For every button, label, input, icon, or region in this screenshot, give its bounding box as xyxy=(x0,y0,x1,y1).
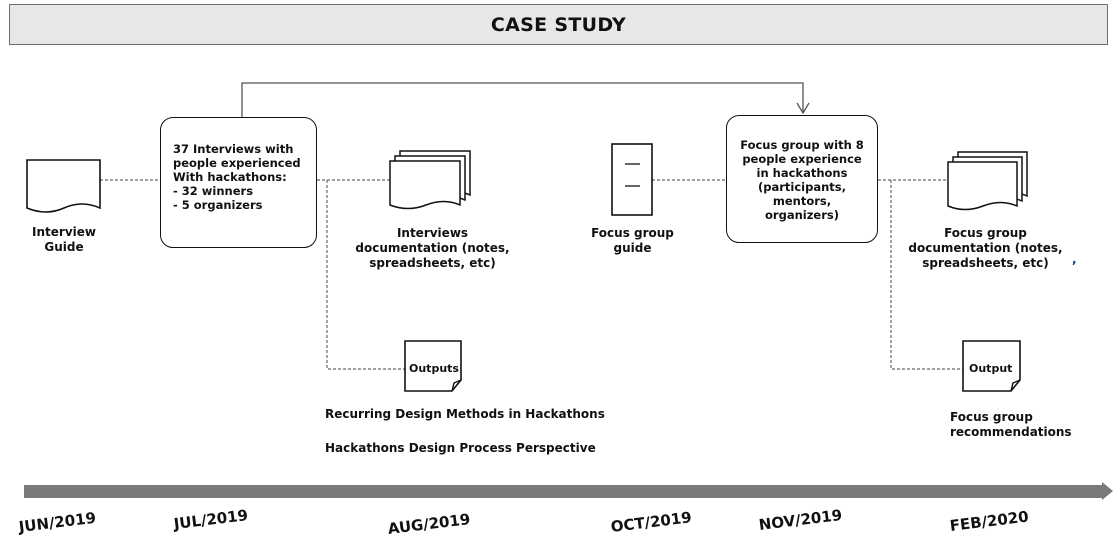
interviews-line: 37 Interviews with xyxy=(173,142,294,156)
focus-line: (participants, xyxy=(757,180,846,194)
feedback-connector xyxy=(241,82,804,117)
interviews-line: people experienced xyxy=(173,156,301,170)
interviews-line: - 32 winners xyxy=(173,184,254,198)
focus-line: mentors, xyxy=(772,194,832,208)
timeline-arrowhead xyxy=(1102,482,1113,500)
timeline-bar xyxy=(24,485,1104,498)
feedback-arrowhead xyxy=(796,102,810,115)
focus-line: Focus group with 8 xyxy=(740,138,864,152)
stray-mark: , xyxy=(1072,252,1077,266)
connector-to-outputs xyxy=(326,180,405,370)
focus-documentation-stack-icon xyxy=(947,151,1028,211)
interviews-documentation-label: Interviews documentation (notes, spreads… xyxy=(355,226,510,270)
focus-group-guide-document-icon xyxy=(611,143,653,216)
case-study-banner: CASE STUDY xyxy=(9,4,1108,45)
interviews-box: 37 Interviews with people experienced Wi… xyxy=(160,117,317,248)
interviews-documentation-stack-icon xyxy=(389,150,471,210)
focus-line: people experience xyxy=(742,152,862,166)
focus-line: in hackathons xyxy=(756,166,848,180)
interview-guide-document-icon xyxy=(26,159,101,213)
connector-to-output xyxy=(890,180,963,370)
interviews-line: With hackathons: xyxy=(173,170,287,184)
focus-documentation-label: Focus group documentation (notes, spread… xyxy=(908,226,1063,270)
output-doc-label: Output xyxy=(969,362,1013,375)
focus-recommendations-label: Focus group recommendations xyxy=(950,410,1072,439)
focus-group-box: Focus group with 8 people experience in … xyxy=(726,115,878,243)
outputs-doc-label: Outputs xyxy=(409,362,459,375)
focus-line: organizers) xyxy=(765,208,839,222)
output-result-design-methods: Recurring Design Methods in Hackathons xyxy=(325,407,605,421)
output-result-design-process: Hackathons Design Process Perspective xyxy=(325,441,596,455)
banner-title: CASE STUDY xyxy=(490,13,627,36)
interview-guide-label: Interview Guide xyxy=(32,225,96,254)
interviews-line: - 5 organizers xyxy=(173,198,263,212)
focus-group-guide-label: Focus group guide xyxy=(591,226,674,255)
